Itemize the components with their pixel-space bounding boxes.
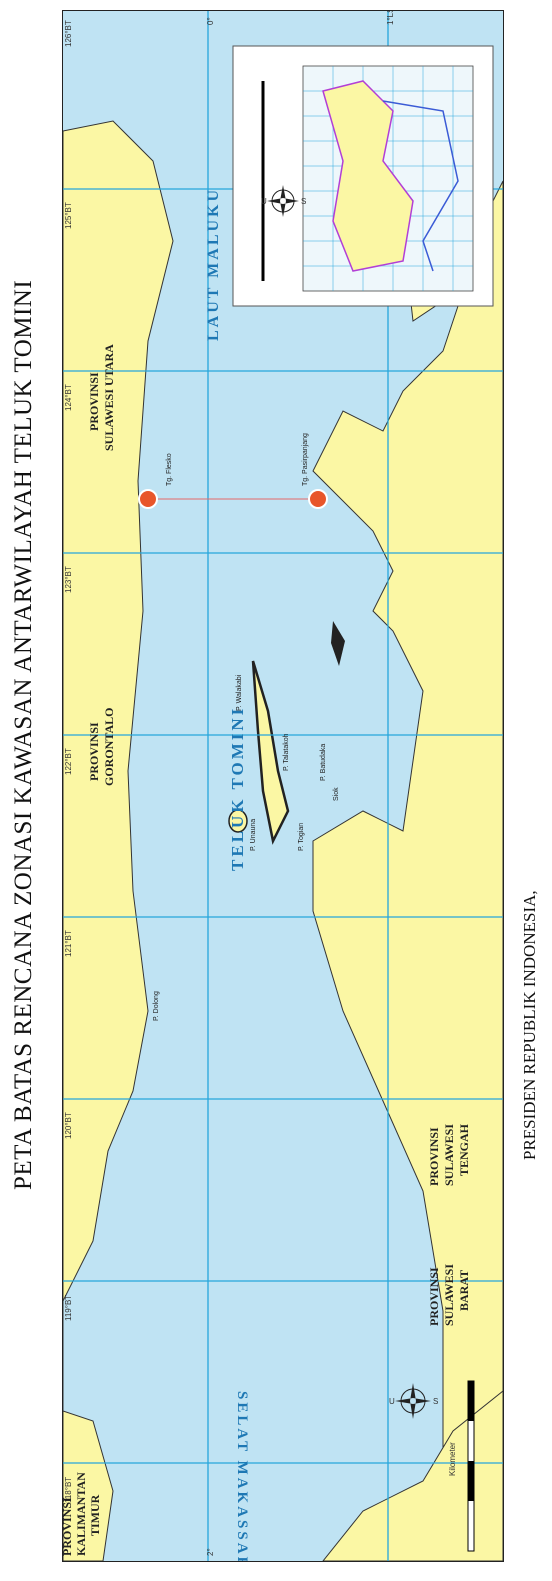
- sea-laut-maluku: LAUT MALUKU: [205, 187, 222, 341]
- svg-text:S: S: [433, 1397, 438, 1406]
- prov-gorontalo-2: GORONTALO: [102, 708, 116, 786]
- sea-selat-makassar: SELAT MAKASSAR: [234, 1391, 250, 1561]
- land-central-south: [312, 180, 503, 1561]
- prov-sulut-2: SULAWESI UTARA: [102, 344, 116, 451]
- compass-inset: U S: [261, 185, 306, 217]
- label-walakabi: P. Walakabi: [236, 674, 243, 711]
- label-dolong: P. Dolong: [153, 991, 160, 1021]
- svg-text:U: U: [261, 197, 267, 206]
- latitude-labels: 0° 1°LS 2°: [206, 11, 395, 1556]
- label-togian: P. Togian: [298, 823, 305, 851]
- tick-lat-1ls: 1°LS: [386, 11, 395, 25]
- prov-kaltim-3: TIMUR: [88, 1494, 102, 1536]
- tick-122: 122°BT: [64, 748, 73, 775]
- land-southwest-corner: [322, 1390, 503, 1561]
- marker-south: [308, 489, 328, 509]
- island-batudaka: [331, 621, 345, 666]
- tick-119: 119°BT: [64, 1295, 73, 1321]
- tick-lat-2-bottom: 2°: [206, 1548, 215, 1556]
- president-text: PRESIDEN REPUBLIK INDONESIA,: [520, 890, 539, 1160]
- scale-bar: Kilometer: [448, 1380, 475, 1552]
- svg-text:U: U: [389, 1397, 395, 1406]
- longitude-labels: 118°BT 119°BT 120°BT 121°BT 122°BT 123°B…: [64, 20, 73, 1503]
- marker-north: [138, 489, 158, 509]
- land-north-arm: [63, 120, 174, 1561]
- prov-sulteng-2: SULAWESI: [442, 1124, 456, 1186]
- island-togian: [251, 660, 290, 845]
- prov-sulut-1: PROVINSI: [87, 372, 101, 431]
- tick-lat-2: 0°: [206, 17, 215, 25]
- prov-gorontalo-1: PROVINSI: [87, 722, 101, 781]
- map-canvas[interactable]: 118°BT 119°BT 120°BT 121°BT 122°BT 123°B…: [63, 11, 503, 1561]
- label-talatakoh: P. Talatakoh: [283, 733, 290, 771]
- label-siok: Siok: [333, 787, 340, 801]
- tick-120: 120°BT: [64, 1112, 73, 1139]
- label-unauna: P. Unauna: [250, 819, 257, 851]
- tick-125: 125°BT: [64, 202, 73, 229]
- scale-unit: Kilometer: [448, 1442, 457, 1476]
- svg-text:S: S: [301, 197, 306, 206]
- page-title: PETA BATAS RENCANA ZONASI KAWASAN ANTARW…: [10, 279, 37, 1190]
- prov-kaltim-2: KALIMANTAN: [74, 1472, 88, 1556]
- prov-sulbar-3: BARAT: [457, 1270, 471, 1311]
- prov-sulbar-1: PROVINSI: [427, 1267, 441, 1326]
- tick-126: 126°BT: [64, 20, 73, 47]
- label-batudaka: P. Batudaka: [320, 744, 327, 781]
- tick-118: 118°BT: [64, 1477, 73, 1503]
- prov-kaltim-1: PROVINSI: [63, 1497, 74, 1556]
- prov-sulteng-1: PROVINSI: [427, 1127, 441, 1186]
- inset-map: [232, 45, 494, 307]
- tick-124: 124°BT: [64, 384, 73, 411]
- marker-north-label: Tg. Flesko: [166, 453, 173, 486]
- land-kalimantan: [63, 1410, 114, 1561]
- map-frame[interactable]: 118°BT 119°BT 120°BT 121°BT 122°BT 123°B…: [62, 10, 504, 1562]
- tick-121: 121°BT: [64, 930, 73, 957]
- prov-sulbar-2: SULAWESI: [442, 1264, 456, 1326]
- island-unauna: [228, 809, 248, 833]
- compass-main: U S: [389, 1383, 438, 1419]
- sea-teluk-tomini: TELUK TOMINI: [228, 706, 247, 871]
- marker-south-label: Tg. Pasirpanjang: [302, 433, 309, 486]
- tick-123: 123°BT: [64, 566, 73, 593]
- prov-sulteng-3: TENGAH: [457, 1123, 471, 1176]
